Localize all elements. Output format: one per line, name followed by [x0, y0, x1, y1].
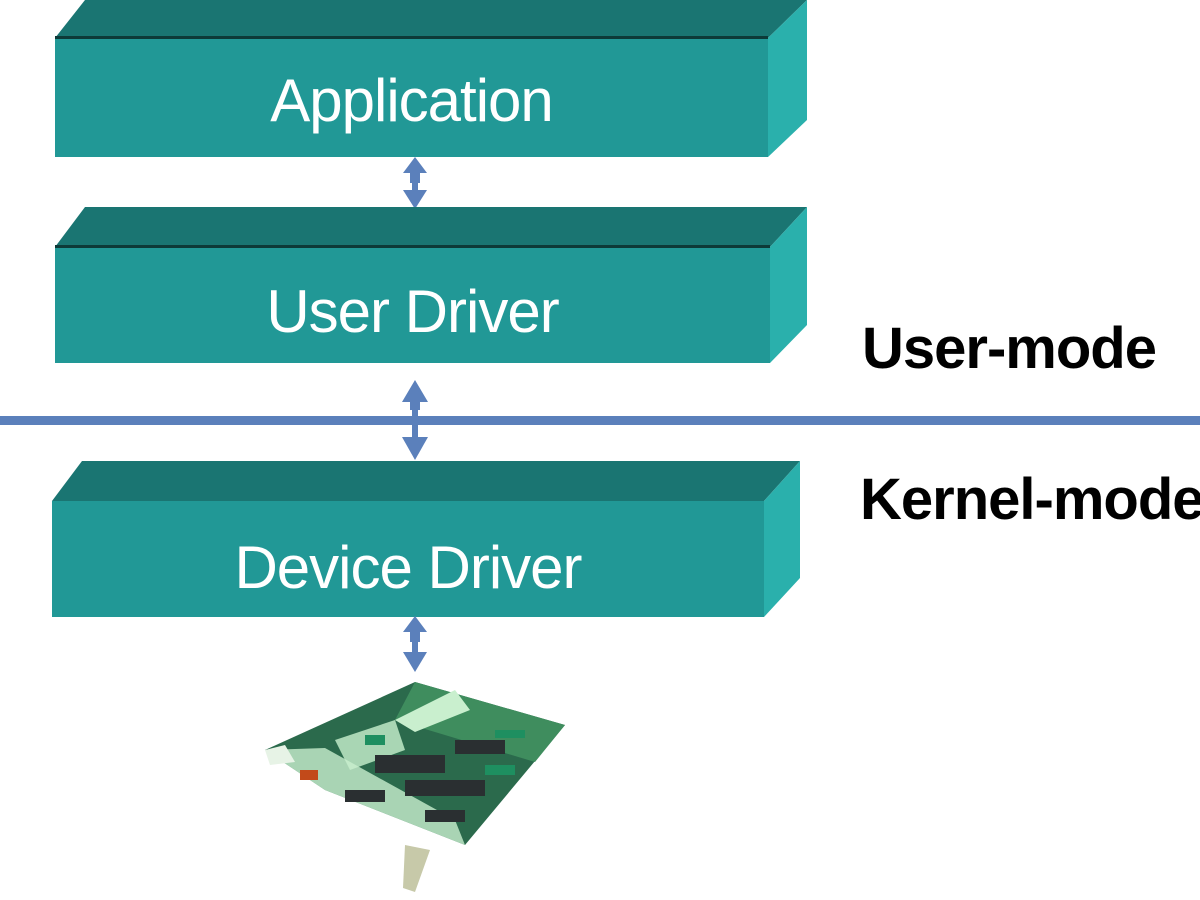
layer-label-device-driver: Device Driver [234, 534, 582, 601]
layer-label-user-driver: User Driver [266, 278, 559, 345]
circuit-board-icon [265, 682, 565, 892]
layer-application: Application [55, 0, 807, 158]
bidirectional-arrow-icon [403, 616, 427, 672]
bidirectional-arrow-icon [402, 380, 428, 460]
slab-shape [52, 461, 800, 617]
slab-shape [55, 207, 807, 363]
bidirectional-arrow-icon [403, 157, 427, 209]
layer-user-driver: User Driver [55, 207, 807, 365]
layer-device-driver: Device Driver [52, 461, 800, 619]
user-mode-label: User-mode [862, 316, 1157, 381]
kernel-mode-label: Kernel-mode [860, 467, 1200, 532]
mode-boundary-line [0, 416, 1200, 425]
slab-shape [55, 0, 807, 157]
layer-label-application: Application [270, 67, 554, 134]
